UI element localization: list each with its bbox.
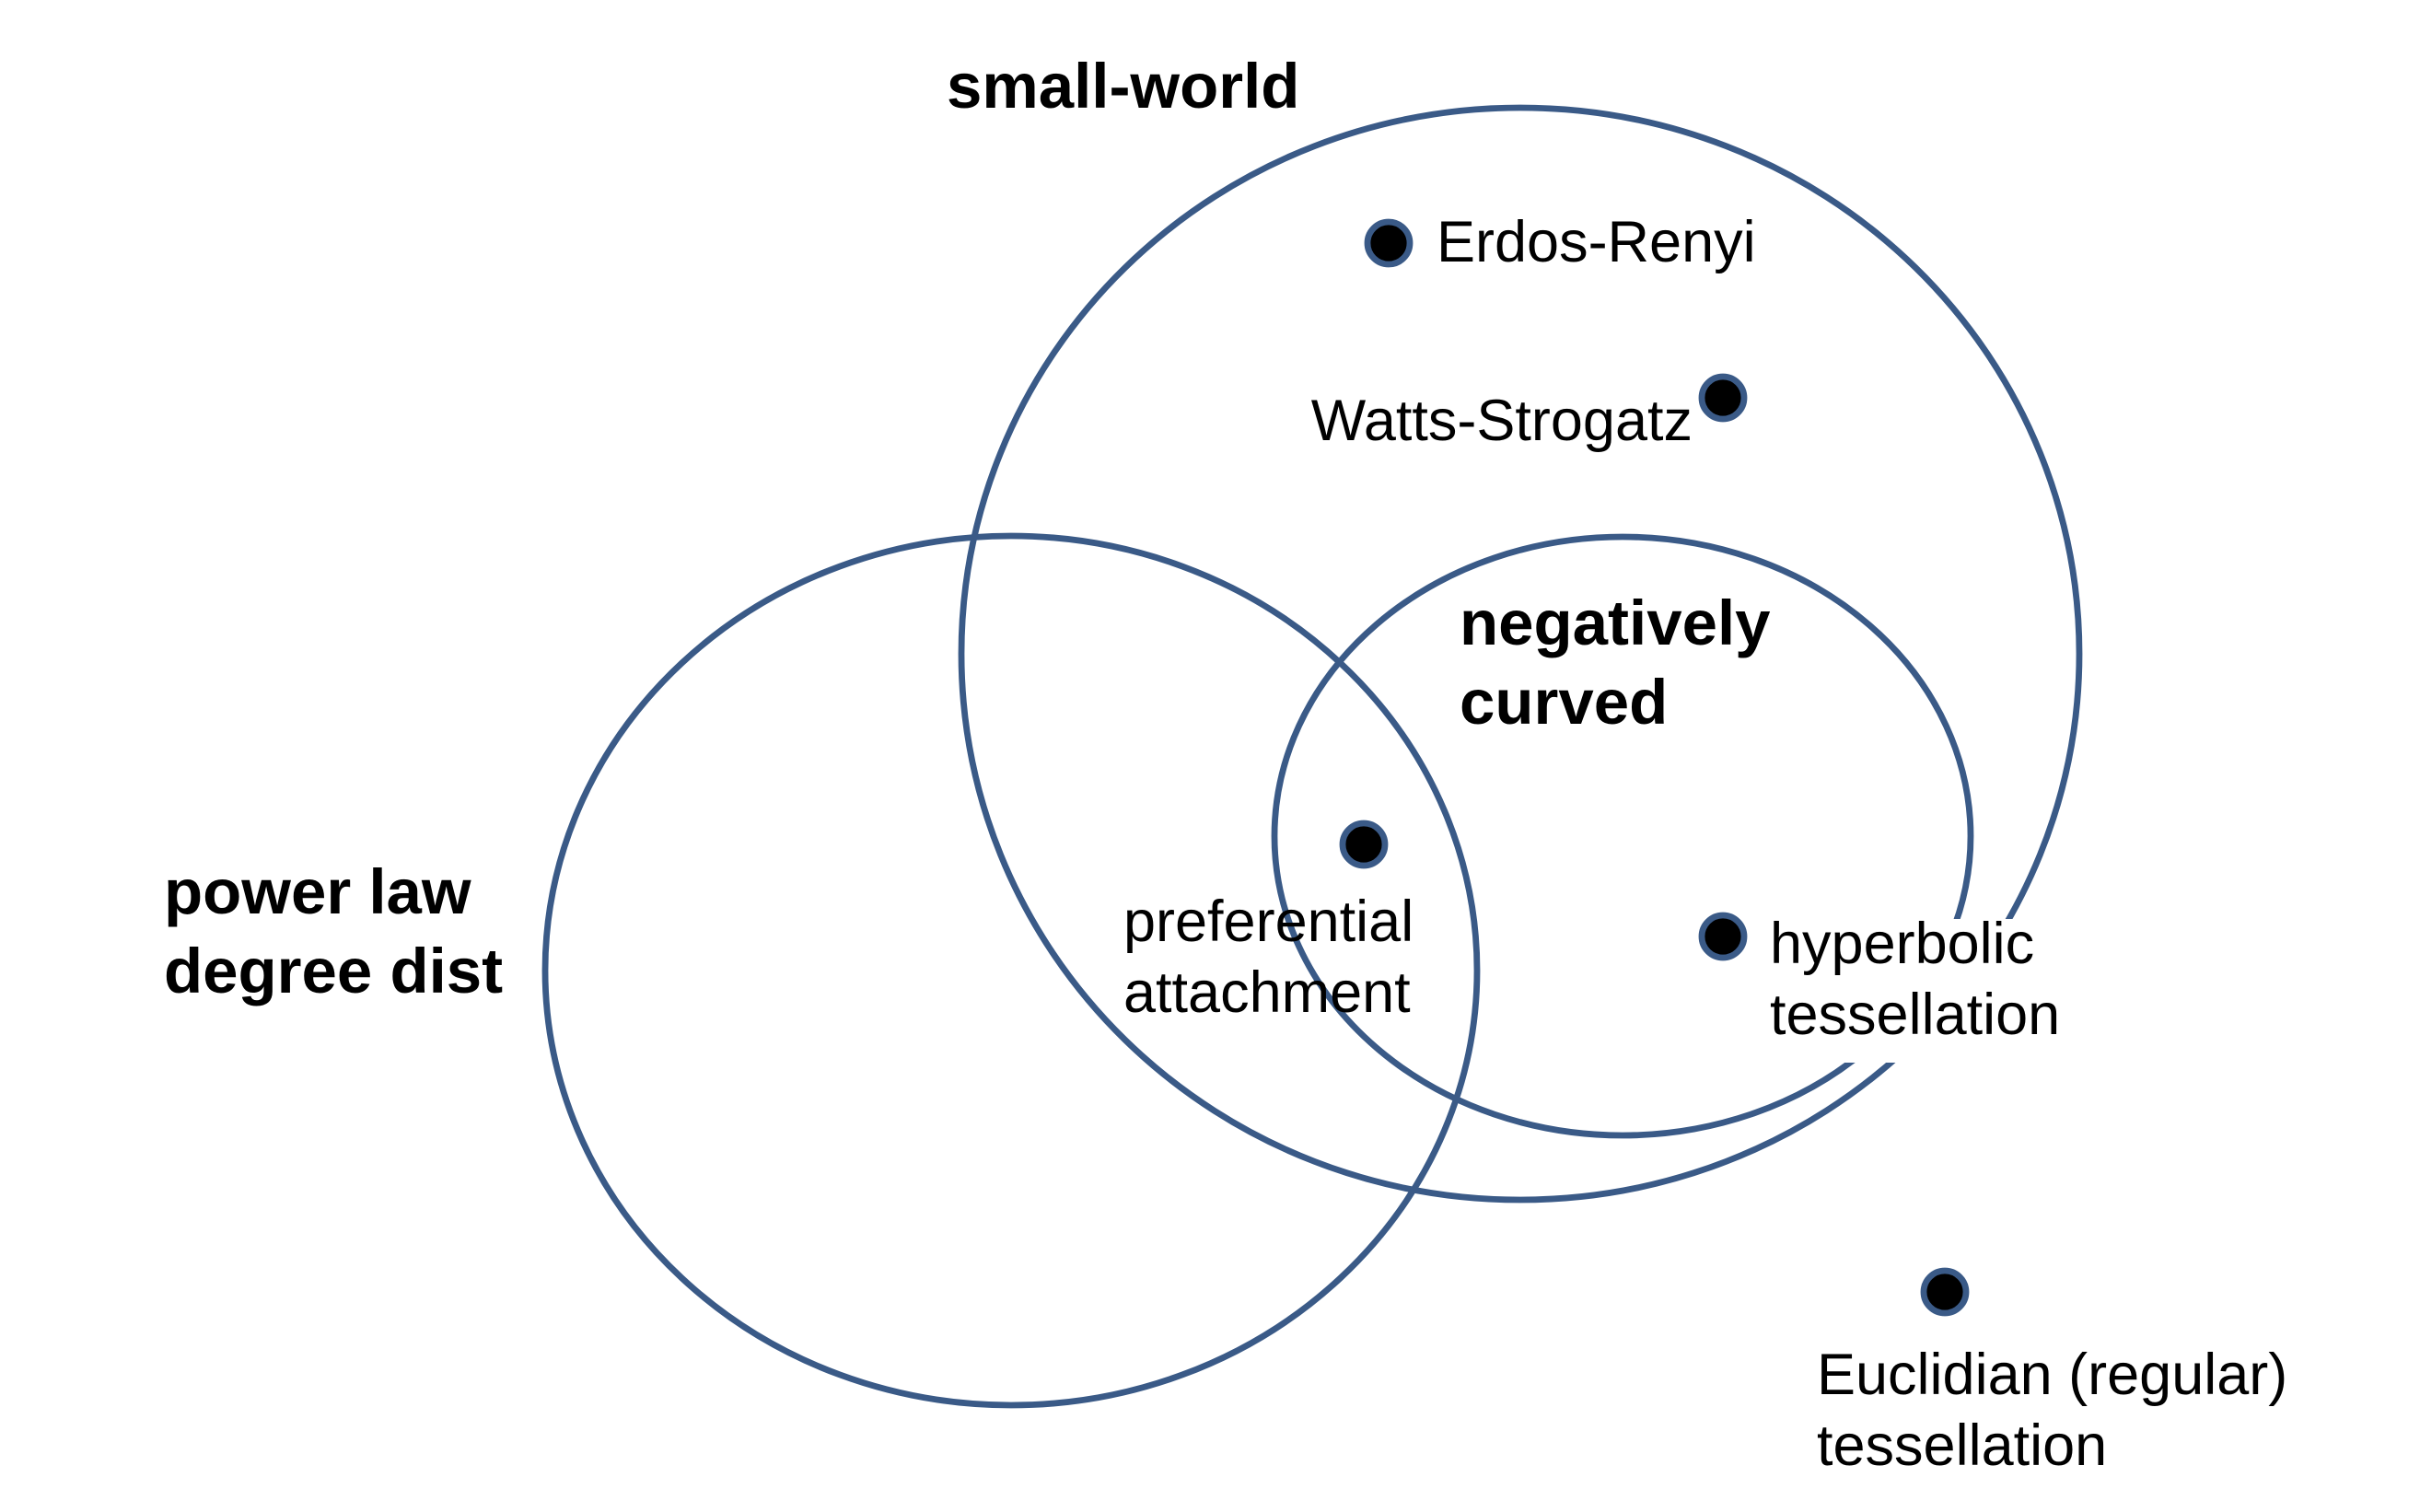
item-label-preferential-attachment-line-1: preferential (1123, 890, 1414, 954)
erdos-renyi-dot (1364, 218, 1414, 268)
set-label-negatively-curved-line-2: curved (1460, 667, 1668, 738)
watts-strogatz-dot (1698, 373, 1748, 423)
set-label-negatively-curved-line-1: negatively (1460, 587, 1771, 658)
item-label-preferential-attachment-line-2: attachment (1123, 960, 1411, 1025)
set-label-power-law-line-1: power law (164, 856, 471, 927)
label-backdrop (1754, 919, 2077, 1063)
item-label-euclidian-tessellation: Euclidian (regular) tessellation (1817, 1343, 2304, 1478)
set-label-negatively-curved: negatively curved (1460, 587, 1788, 738)
set-label-power-law: power law degree dist (164, 856, 503, 1006)
hyperbolic-tessellation-dot (1698, 912, 1748, 961)
set-label-power-law-line-2: degree dist (164, 936, 503, 1006)
item-label-preferential-attachment: preferential attachment (1123, 890, 1430, 1025)
preferential-attachment-dot (1339, 820, 1389, 869)
item-label-hyperbolic-tessellation-line-2: tessellation (1770, 983, 2060, 1047)
item-label-euclidian-tessellation-line-2: tessellation (1817, 1413, 2107, 1478)
small-world-circle (958, 104, 2083, 1204)
item-label-erdos-renyi: Erdos-Renyi (1437, 210, 1756, 274)
item-label-hyperbolic-tessellation-line-1: hyperbolic (1770, 912, 2034, 976)
euclidian-tessellation-dot (1920, 1267, 1970, 1317)
power-law-circle (541, 532, 1481, 1409)
negatively-curved-circle (1271, 533, 1974, 1139)
item-label-watts-strogatz: Watts-Strogatz (1311, 389, 1693, 453)
set-label-small-world: small-world (947, 51, 1299, 122)
item-label-hyperbolic-tessellation: hyperbolic tessellation (1770, 912, 2060, 1047)
item-label-euclidian-tessellation-line-1: Euclidian (regular) (1817, 1343, 2287, 1407)
